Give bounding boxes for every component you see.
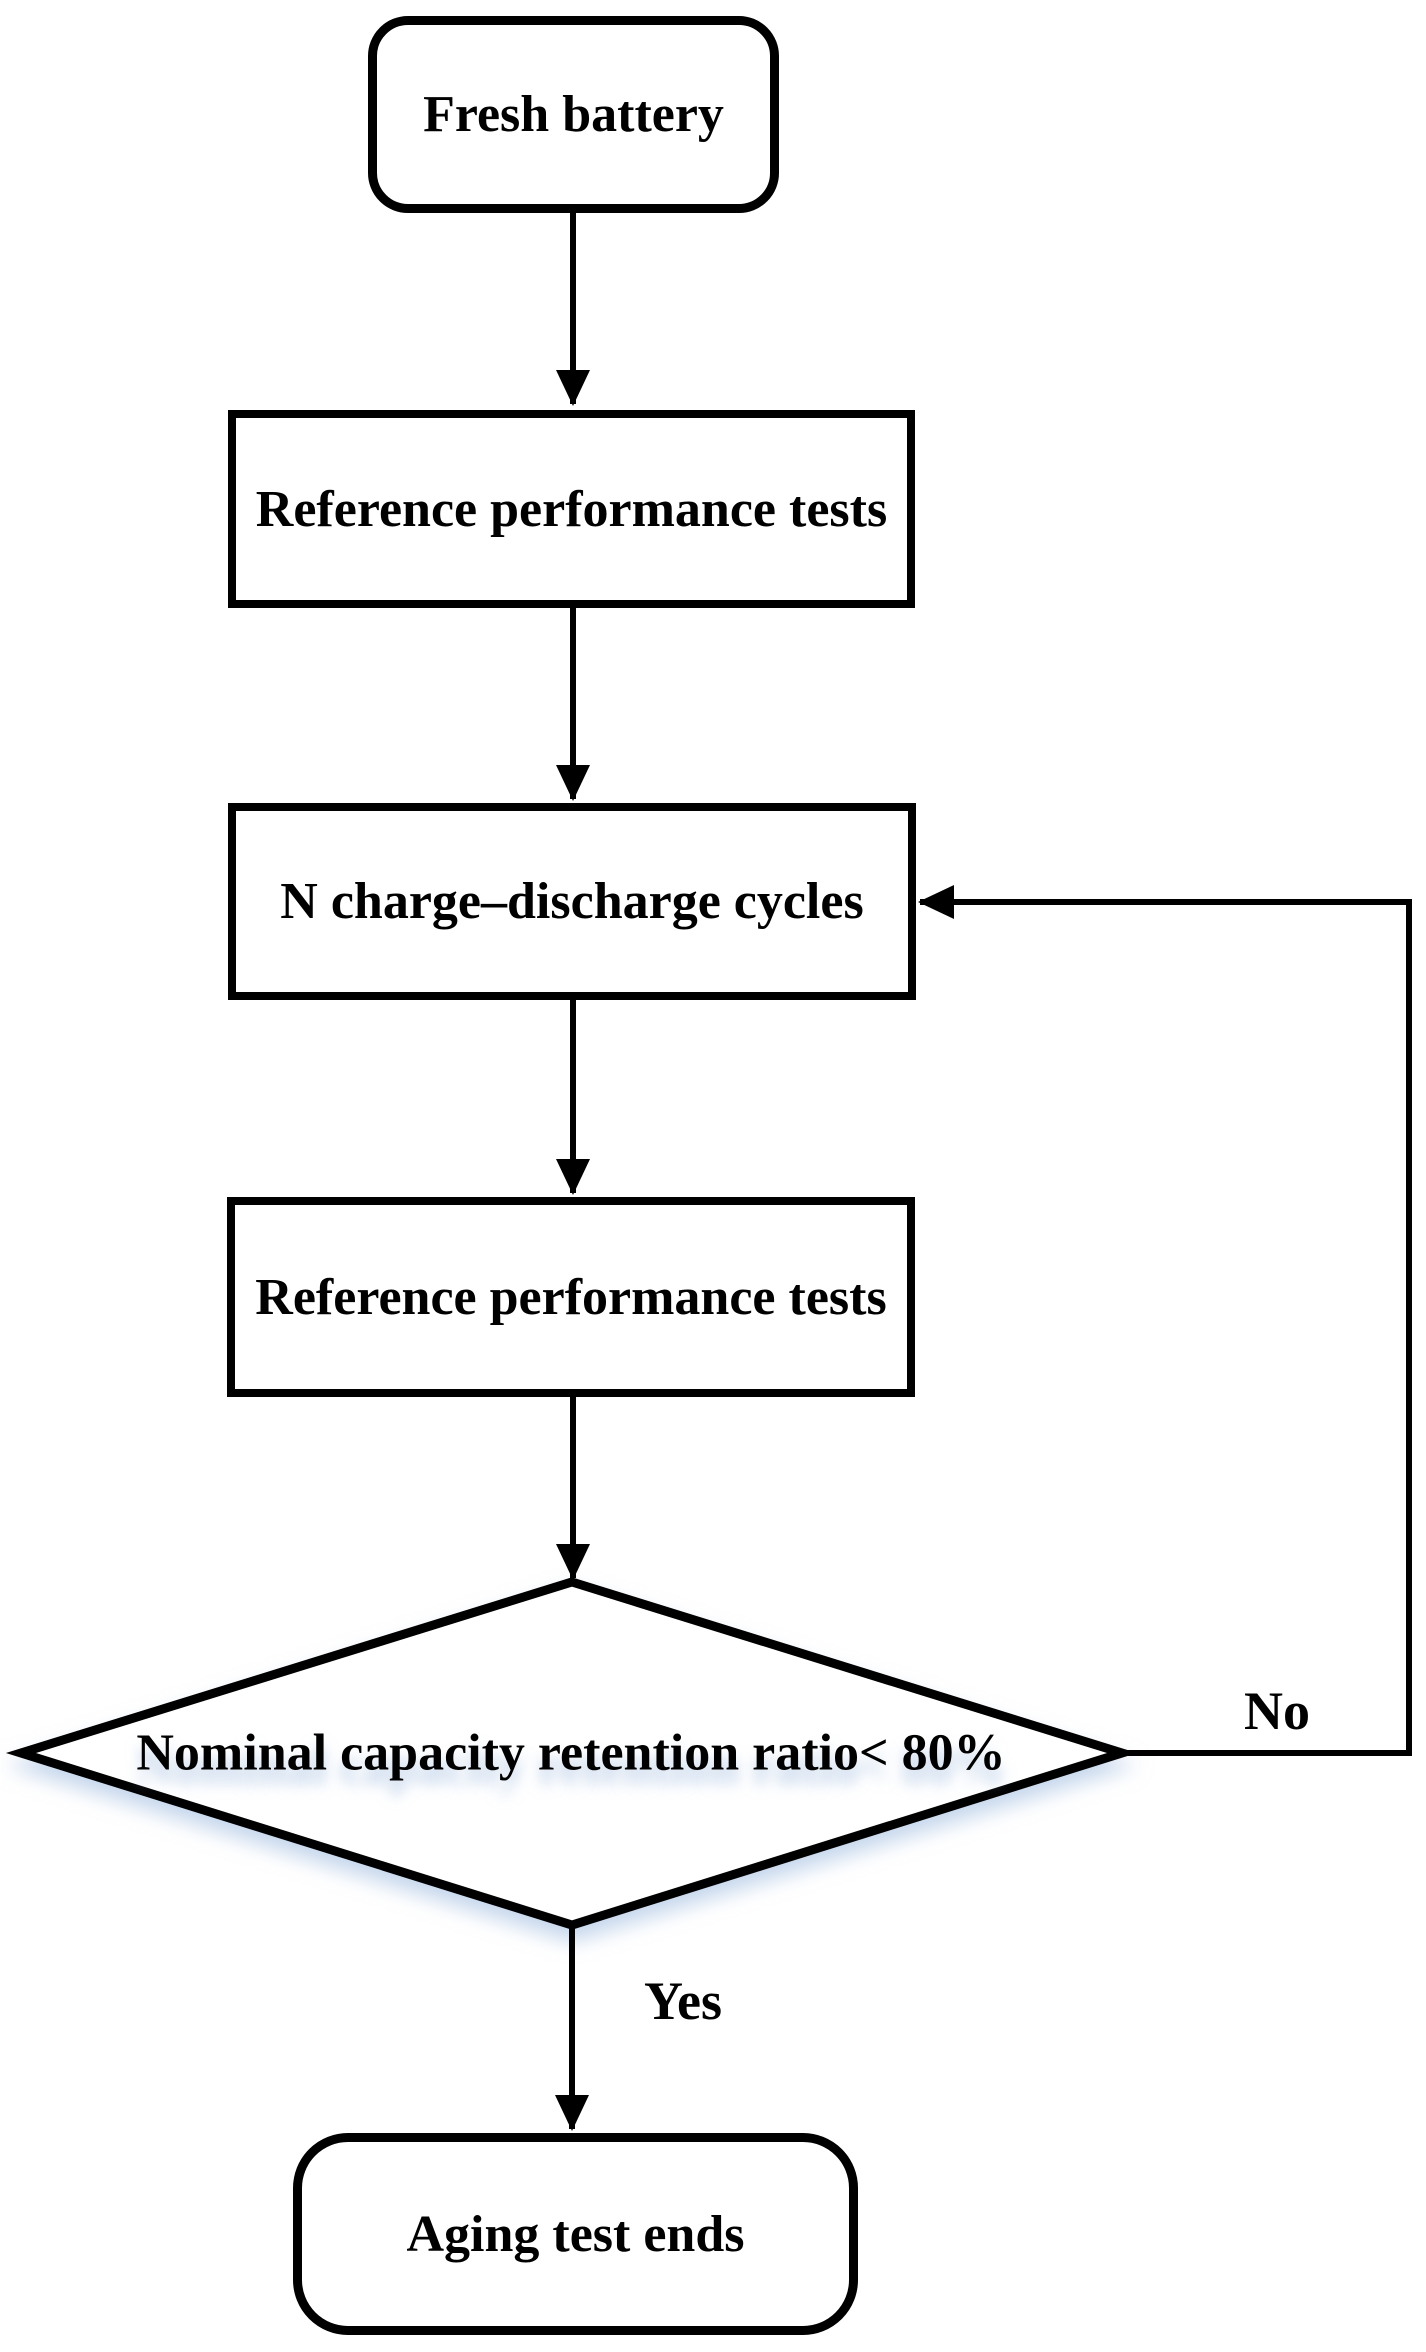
node-reference-performance-tests-2: Reference performance tests [227,1197,915,1397]
edge-label-yes: Yes [644,1970,722,2032]
node-decision-label: Nominal capacity retention ratio< 80% [136,1724,1005,1783]
node-aging-test-ends: Aging test ends [293,2133,858,2335]
node-reference-performance-tests-2-label: Reference performance tests [255,1268,887,1326]
arrow-decision-no-to-cycles [918,885,1412,1756]
edge-label-no: No [1244,1680,1310,1742]
node-reference-performance-tests-1-label: Reference performance tests [255,480,888,538]
node-n-charge-discharge-cycles-label: N charge–discharge cycles [280,873,864,930]
node-fresh-battery-label: Fresh battery [423,86,724,143]
node-n-charge-discharge-cycles: N charge–discharge cycles [228,803,916,1000]
node-reference-performance-tests-1: Reference performance tests [228,410,915,608]
node-fresh-battery: Fresh battery [368,16,779,213]
edge-label-no-text: No [1244,1681,1310,1741]
node-decision-label-text: Nominal capacity retention ratio< 80% [136,1724,1006,1782]
edge-label-yes-text: Yes [644,1971,722,2031]
node-aging-test-ends-label: Aging test ends [406,2205,745,2263]
